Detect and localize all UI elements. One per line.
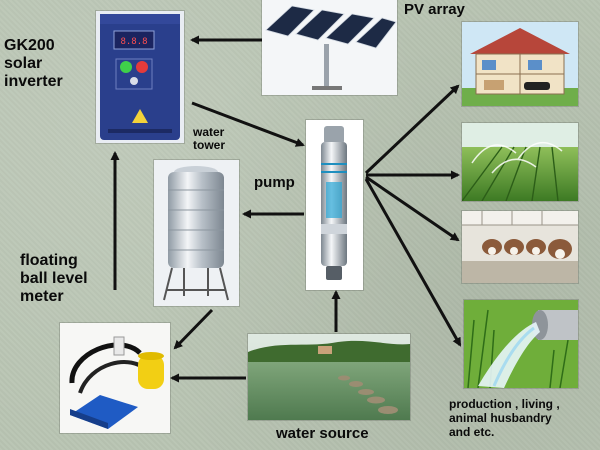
arrow-pump-to-outflow (364, 178, 462, 347)
svg-text:8.8.8: 8.8.8 (120, 37, 147, 47)
arrow-pump-to-house (364, 84, 460, 175)
water-tower-label-line-1: water (193, 125, 225, 139)
float-meter-label-line-1: floating (20, 252, 78, 269)
pump-label: pump (254, 174, 295, 191)
float-meter-label-line-2: ball level (20, 269, 88, 287)
pond-water-source-icon (248, 334, 410, 420)
submersible-pump-icon (306, 120, 363, 290)
uses-label-line-3: and etc. (449, 425, 495, 440)
house-cutaway-icon (462, 22, 578, 106)
water-tower-label-line-2: tower (193, 138, 226, 153)
uses-label-line-1: production , living , (449, 397, 560, 411)
solar-inverter-device-icon: 8.8.8 (96, 11, 184, 143)
stainless-water-tank-icon (154, 160, 239, 306)
arrow-pump-to-livestock (365, 175, 460, 242)
farmland-irrigation-icon (462, 123, 578, 201)
float-meter-label-line-3: meter (20, 287, 64, 305)
uses-label: production , living , animal husbandry a… (449, 397, 560, 439)
water-tower-label: water tower (193, 125, 226, 153)
cattle-barn-icon (462, 211, 578, 283)
inverter-label: GK200 solar inverter (4, 37, 63, 91)
inverter-label-line-3: inverter (4, 72, 63, 90)
float-meter-label: floating ball level meter (20, 252, 88, 306)
water-source-label: water source (276, 425, 369, 442)
arrow-inverter-to-pump (191, 101, 305, 147)
inverter-label-line-1: GK200 (4, 37, 55, 54)
inverter-label-line-2: solar (4, 54, 43, 72)
float-switch-icon (60, 323, 170, 433)
uses-label-line-2: animal husbandry (449, 411, 552, 426)
solar-panel-array-icon (262, 0, 397, 95)
pv-array-label: PV array (404, 1, 465, 18)
water-outflow-icon (464, 300, 578, 388)
arrow-tower-to-float (173, 308, 214, 350)
